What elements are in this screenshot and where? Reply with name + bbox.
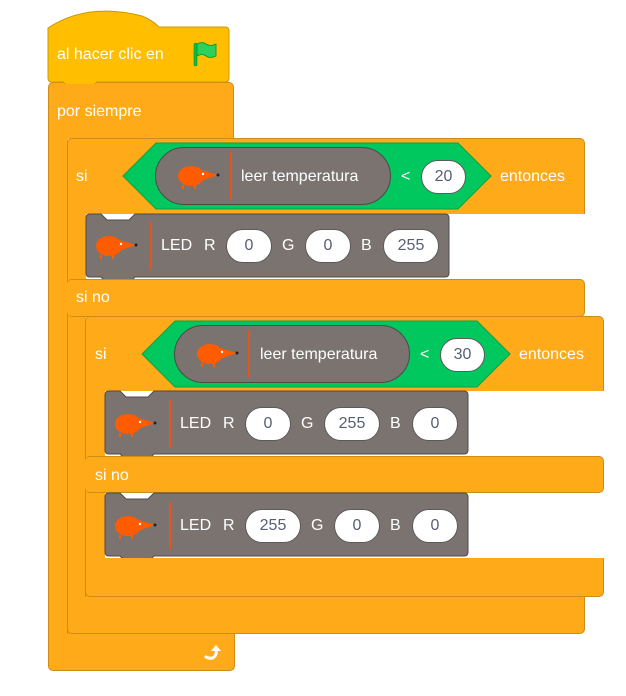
g-input[interactable]: 255 <box>324 407 380 441</box>
block-separator <box>150 222 152 270</box>
forever-label: por siempre <box>57 103 142 120</box>
when-flag-clicked-block[interactable] <box>47 8 231 84</box>
reporter-separator <box>230 152 232 200</box>
b-input[interactable]: 0 <box>412 509 458 543</box>
outer-operator: < <box>401 168 411 185</box>
b-label: B <box>361 237 372 254</box>
outer-if-label: si <box>76 168 88 185</box>
led-label: LED <box>161 237 193 254</box>
r-label: R <box>223 415 235 432</box>
b-label: B <box>390 517 401 534</box>
b-input[interactable]: 0 <box>412 407 458 441</box>
inner-reporter-label: leer temperatura <box>260 346 378 363</box>
hedgehog-icon <box>94 232 140 260</box>
outer-threshold-input[interactable]: 20 <box>421 160 466 194</box>
inner-if-bottom <box>85 558 604 597</box>
outer-then-label: entonces <box>500 168 565 185</box>
block-separator <box>169 400 171 448</box>
hedgehog-icon <box>113 512 159 540</box>
inner-then-label: entonces <box>519 346 584 363</box>
r-input[interactable]: 0 <box>245 407 291 441</box>
inner-threshold-input[interactable]: 30 <box>440 338 485 372</box>
block-separator <box>169 502 171 550</box>
forever-arm <box>48 138 68 635</box>
inner-if-arm <box>85 389 105 597</box>
forever-bottom <box>48 632 235 671</box>
g-input[interactable]: 0 <box>334 509 380 543</box>
loop-arrow-icon <box>202 642 224 664</box>
g-label: G <box>301 415 314 432</box>
r-label: R <box>204 237 216 254</box>
hat-label: al hacer clic en <box>57 46 164 63</box>
led-label: LED <box>180 517 212 534</box>
inner-if-label: si <box>95 346 107 363</box>
outer-if-arm <box>67 212 86 634</box>
r-input[interactable]: 255 <box>245 509 301 543</box>
g-input[interactable]: 0 <box>305 229 351 263</box>
outer-else-label: si no <box>76 289 110 306</box>
hedgehog-icon <box>195 340 241 368</box>
green-flag-icon[interactable] <box>192 40 218 68</box>
inner-else-header <box>85 456 604 493</box>
b-input[interactable]: 255 <box>383 229 439 263</box>
outer-reporter-label: leer temperatura <box>241 168 359 185</box>
g-label: G <box>282 237 295 254</box>
r-input[interactable]: 0 <box>226 229 272 263</box>
g-label: G <box>311 517 324 534</box>
hedgehog-icon <box>113 410 159 438</box>
inner-operator: < <box>420 346 430 363</box>
b-label: B <box>390 415 401 432</box>
outer-else-header <box>67 279 585 317</box>
reporter-separator <box>248 330 250 378</box>
outer-if-bottom <box>67 596 585 634</box>
led-label: LED <box>180 415 212 432</box>
hedgehog-icon <box>176 162 222 190</box>
r-label: R <box>223 517 235 534</box>
inner-else-label: si no <box>95 467 129 484</box>
